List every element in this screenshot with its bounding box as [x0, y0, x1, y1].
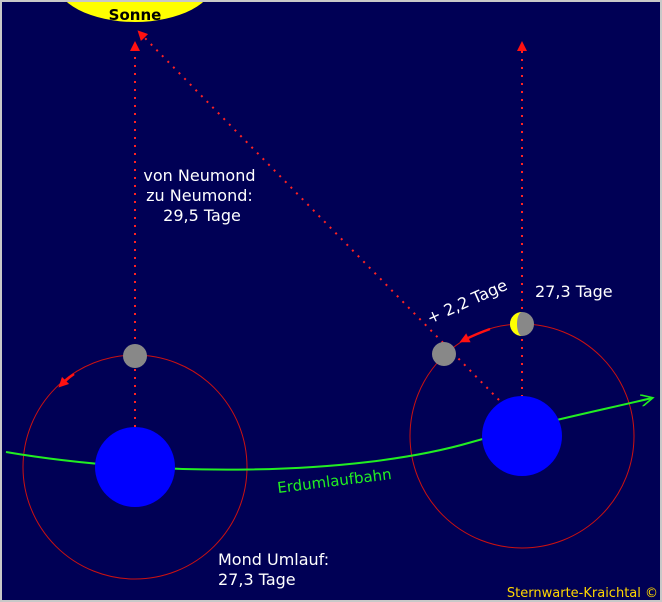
sidereal-orbit-label-line-1: Mond Umlauf:: [218, 550, 329, 569]
orbit-direction-arrow-left: [58, 372, 75, 388]
moon-new-right: [432, 342, 456, 366]
moon-new-left: [123, 344, 147, 368]
synodic-label-line-3: 29,5 Tage: [163, 206, 241, 225]
credit-label: Sternwarte-Kraichtal ©: [507, 586, 658, 601]
sun: [66, 2, 204, 22]
sidereal-days-label: 27,3 Tage: [535, 282, 613, 301]
earth-orbit-label: Erdumlaufbahn: [276, 465, 392, 497]
moon-crescent-lit: [510, 312, 522, 336]
sidereal-orbit-label-line-2: 27,3 Tage: [218, 570, 296, 589]
earth-left: [95, 427, 175, 507]
synodic-label: von Neumond zu Neumond: 29,5 Tage: [143, 166, 260, 225]
earth-right: [482, 396, 562, 476]
sun-label: Sonne: [109, 6, 162, 24]
synodic-label-line-1: von Neumond: [143, 166, 255, 185]
sidereal-orbit-label: Mond Umlauf: 27,3 Tage: [218, 550, 334, 589]
extra-days-label: + 2,2 Tage: [424, 275, 510, 327]
orbit-direction-arrow-right: [459, 327, 491, 343]
synodic-label-line-2: zu Neumond:: [146, 186, 253, 205]
